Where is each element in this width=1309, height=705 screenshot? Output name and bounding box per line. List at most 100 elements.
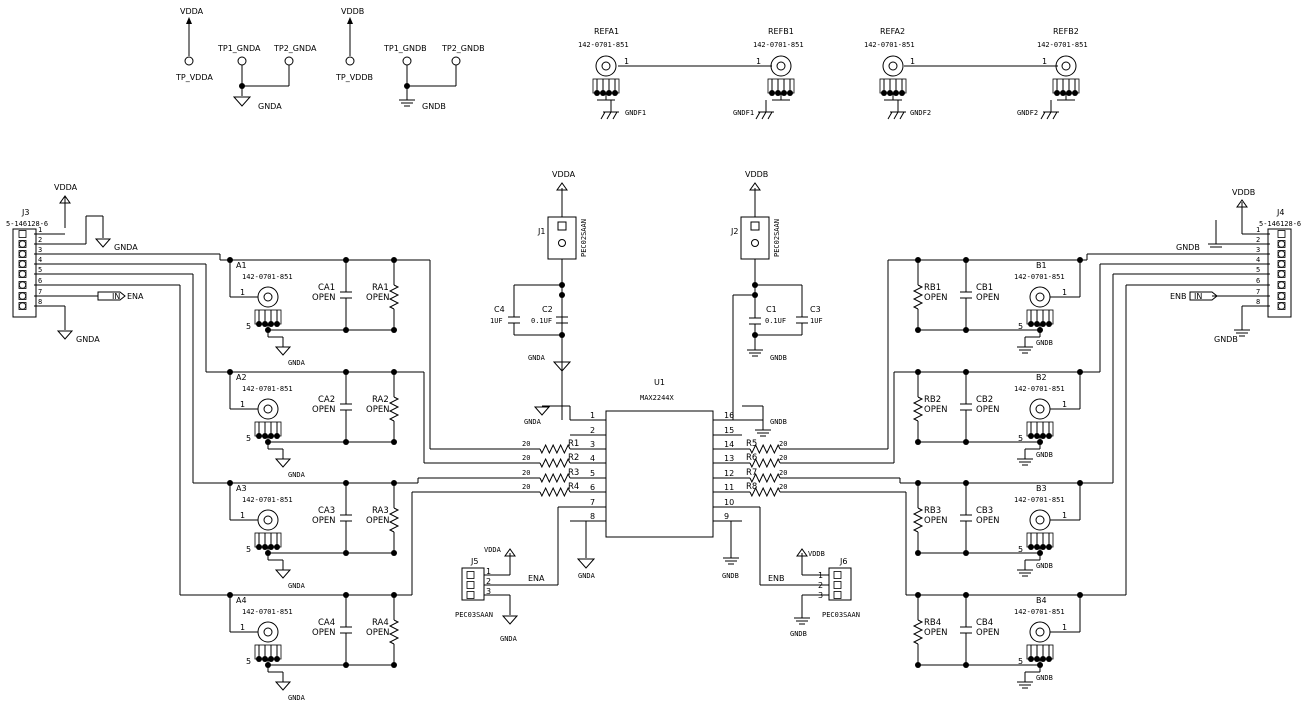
j1-part: PEC02SAAN bbox=[580, 219, 588, 257]
ic-pin-number: 1 bbox=[590, 411, 595, 420]
junction-dot bbox=[391, 439, 397, 445]
tp-vddb: VDDB TP_VDDB bbox=[335, 7, 373, 82]
ic-gndb: GNDB bbox=[742, 405, 787, 437]
refa1-connector: REFA1 142-0701-851 bbox=[578, 27, 629, 49]
j5-vdda-label: VDDA bbox=[484, 546, 502, 554]
conn-part: 142-0701-851 bbox=[1014, 385, 1065, 393]
res-label: RB2 bbox=[924, 395, 941, 405]
left-decoupling: C4 1UF C2 0.1UF GNDA bbox=[490, 259, 572, 420]
res-value: OPEN bbox=[366, 405, 390, 415]
gnda-label: GNDA bbox=[258, 102, 282, 111]
j3-connector: J3 5-146128-6 VDDA GNDA GNDA IN ENA bbox=[6, 183, 144, 344]
j4-vddb-label: VDDB bbox=[1232, 188, 1255, 197]
res-R8 bbox=[749, 486, 781, 498]
cap-label: CB2 bbox=[976, 395, 993, 405]
j6-pin-number: 3 bbox=[818, 591, 823, 600]
j5-pin-number: 3 bbox=[486, 587, 491, 596]
j5-pin-number: 2 bbox=[486, 577, 491, 586]
gnda-symbol bbox=[274, 681, 292, 691]
j2-part: PEC02SAAN bbox=[773, 219, 781, 257]
ic-gnda: GNDA bbox=[524, 405, 571, 426]
j5-label: J5 bbox=[470, 557, 478, 566]
j3-pin-number: 5 bbox=[38, 266, 42, 274]
junction-dot bbox=[915, 550, 921, 556]
j2-vddb-label: VDDB bbox=[745, 170, 768, 179]
junction-dot bbox=[963, 662, 969, 668]
gnda-label: GNDA bbox=[288, 471, 306, 479]
bnc-B3 bbox=[1029, 509, 1051, 531]
j3-pin bbox=[18, 292, 27, 300]
res-value: OPEN bbox=[924, 293, 948, 303]
chassis-ground bbox=[1052, 111, 1058, 120]
j4-pin-number: 6 bbox=[1256, 277, 1260, 285]
ic-pin8-gnd: GNDA bbox=[576, 520, 606, 580]
j4-pin bbox=[1277, 270, 1286, 278]
junction-dot bbox=[391, 550, 397, 556]
c3-value: 1UF bbox=[810, 317, 823, 325]
j3-gnda-label: GNDA bbox=[114, 243, 138, 252]
res-R3 bbox=[539, 472, 571, 484]
j6-part: PEC03SAAN bbox=[822, 611, 860, 619]
j6-vddb-label: VDDB bbox=[808, 550, 825, 558]
ic-pin-number: 14 bbox=[724, 440, 734, 449]
junction-dot bbox=[265, 550, 271, 556]
ref-pin-label: 1 bbox=[910, 57, 915, 66]
j3-pin-number: 1 bbox=[38, 226, 42, 234]
ic-pin-number: 12 bbox=[724, 469, 734, 478]
refa1-bnc bbox=[595, 55, 617, 77]
ic-gndb2-label: GNDB bbox=[722, 572, 739, 580]
chassis-ground bbox=[899, 111, 905, 120]
gndb-label: GNDB bbox=[1036, 451, 1053, 459]
j4-pin-number: 4 bbox=[1256, 256, 1260, 264]
j5-pin bbox=[466, 571, 475, 579]
junction-dot bbox=[915, 662, 921, 668]
refa1-bnc bbox=[601, 61, 611, 71]
conn-label: A3 bbox=[236, 484, 247, 493]
tp2-gndb-label: TP2_GNDB bbox=[441, 44, 485, 53]
junction-dot bbox=[1077, 257, 1083, 263]
conn-part: 142-0701-851 bbox=[1014, 273, 1065, 281]
cap-value: OPEN bbox=[976, 405, 1000, 415]
bnc-A1 bbox=[257, 286, 279, 308]
res-value: 20 bbox=[522, 469, 530, 477]
conn-label: B2 bbox=[1036, 373, 1047, 382]
j5-pin-number: 1 bbox=[486, 567, 491, 576]
ic-pin-number: 4 bbox=[590, 454, 595, 463]
u1-part: MAX2244X bbox=[640, 394, 675, 402]
junction-dot bbox=[1037, 327, 1043, 333]
j4-pin bbox=[1277, 260, 1286, 268]
res-label: RA1 bbox=[372, 283, 389, 293]
conn-label: B4 bbox=[1036, 596, 1047, 605]
bnc-A2 bbox=[257, 398, 279, 420]
junction-dot bbox=[227, 369, 233, 375]
c4-label: C4 bbox=[494, 305, 505, 314]
j3-pin bbox=[18, 240, 27, 248]
res-value: 20 bbox=[779, 469, 787, 477]
res-label: R8 bbox=[746, 482, 757, 492]
chassis-ground bbox=[612, 111, 618, 120]
tp-gnda: TP1_GNDA TP2_GNDA GNDA bbox=[217, 44, 317, 111]
refb1-bnc bbox=[770, 55, 792, 77]
res-label: R6 bbox=[746, 453, 757, 463]
j4-pin bbox=[1277, 240, 1286, 248]
conn-part: 142-0701-851 bbox=[242, 608, 293, 616]
gndb-label: GNDB bbox=[1036, 674, 1053, 682]
j3-pin-number: 8 bbox=[38, 298, 42, 306]
vdda-label: VDDA bbox=[180, 7, 204, 16]
res-value: OPEN bbox=[924, 405, 948, 415]
ic-pin-number: 2 bbox=[590, 426, 595, 435]
junction-dot bbox=[1077, 369, 1083, 375]
res-RA1 bbox=[388, 284, 400, 310]
junction-dot bbox=[1037, 439, 1043, 445]
j3-pin-number: 2 bbox=[38, 236, 42, 244]
ic-pin-number: 3 bbox=[590, 440, 595, 449]
ic-pin9-gnd: GNDB bbox=[713, 520, 739, 580]
refa1-part: 142-0701-851 bbox=[578, 41, 629, 49]
j4-pin-number: 1 bbox=[1256, 226, 1260, 234]
j4-gndb2-label: GNDB bbox=[1214, 335, 1238, 344]
cap-value: OPEN bbox=[976, 516, 1000, 526]
refb2-part: 142-0701-851 bbox=[1037, 41, 1088, 49]
res-label: R3 bbox=[568, 468, 579, 478]
junction-dot bbox=[343, 327, 349, 333]
bnc-A4 bbox=[263, 627, 273, 637]
